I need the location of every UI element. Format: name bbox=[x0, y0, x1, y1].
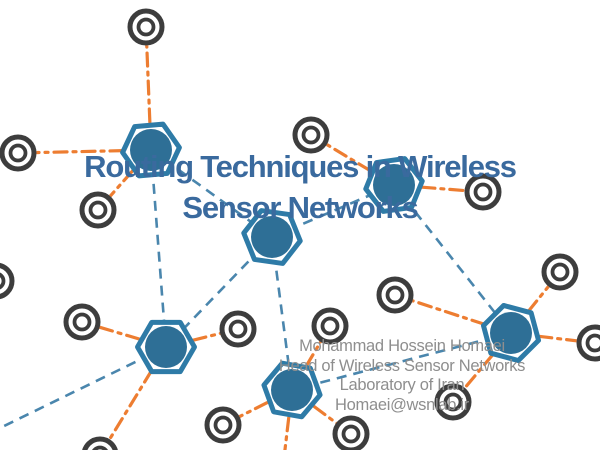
slide-title: Routing Techniques in Wireless Sensor Ne… bbox=[0, 146, 600, 228]
sensor-circle-inner-ring bbox=[443, 392, 463, 412]
sensor-circle-outer-ring bbox=[576, 324, 600, 362]
hex-to-hex-link bbox=[392, 184, 513, 334]
sensor-circle-inner-ring bbox=[385, 285, 405, 305]
hex-to-circle-link bbox=[309, 133, 396, 187]
hex-to-hex-link bbox=[291, 331, 512, 392]
sensor-circle-outer-ring bbox=[541, 253, 579, 291]
sensor-circle-outer-ring bbox=[63, 303, 101, 341]
hexagon-core-E bbox=[145, 326, 187, 368]
sensor-circle-inner-ring bbox=[341, 424, 361, 444]
sensor-circle-outer-ring bbox=[0, 262, 15, 300]
sensor-circle-inner-ring bbox=[136, 17, 156, 37]
hex-to-hex-link bbox=[0, 345, 167, 430]
sensor-circle-inner-ring bbox=[585, 333, 600, 353]
author-name: Mohammad Hossein Homaei bbox=[299, 337, 505, 355]
sensor-circle-outer-ring bbox=[376, 276, 414, 314]
title-line-1: Routing Techniques in Wireless bbox=[84, 149, 517, 184]
sensor-circle-outer-ring bbox=[292, 116, 330, 154]
author-org: Laboratory of Iran bbox=[339, 376, 465, 395]
sensor-circle-inner-ring bbox=[550, 262, 570, 282]
hexagon-core-F bbox=[271, 369, 313, 411]
sensor-circle-outer-ring bbox=[434, 383, 472, 421]
hexagon-core-D bbox=[490, 312, 532, 354]
sensor-circle-outer-ring bbox=[332, 415, 370, 450]
sensor-circle-outer-ring bbox=[204, 406, 242, 444]
sensor-circle-outer-ring bbox=[464, 173, 502, 211]
hexagon-core-C bbox=[373, 164, 415, 206]
sensor-circle-outer-ring bbox=[311, 307, 349, 345]
sensor-circle-inner-ring bbox=[473, 182, 493, 202]
sensor-circle-outer-ring bbox=[219, 310, 257, 348]
sensor-circle-inner-ring bbox=[8, 143, 28, 163]
author-role: Head of Wireless Sensor Networks bbox=[278, 356, 526, 375]
sensor-circle-inner-ring bbox=[0, 272, 6, 290]
sensor-circle-outer-ring bbox=[127, 8, 165, 46]
sensor-circle-inner-ring bbox=[320, 316, 340, 336]
author-block: Mohammad Hossein Homaei Head of Wireless… bbox=[252, 337, 552, 415]
title-line-2: Sensor Networks bbox=[182, 190, 418, 225]
author-email: Homaei@wsnlab.ir bbox=[335, 395, 469, 414]
hexagon-core-B bbox=[251, 216, 293, 258]
sensor-circle-outer-ring bbox=[82, 436, 118, 450]
sensor-circle-inner-ring bbox=[213, 415, 233, 435]
sensor-circle-inner-ring bbox=[228, 319, 248, 339]
hexagon-core-A bbox=[130, 129, 172, 171]
sensor-circle-inner-ring bbox=[92, 445, 108, 450]
sensor-circle-inner-ring bbox=[301, 125, 321, 145]
sensor-circle-inner-ring bbox=[88, 200, 108, 220]
sensor-circle-inner-ring bbox=[72, 312, 92, 332]
sensor-circle-outer-ring bbox=[0, 134, 37, 172]
sensor-circle-outer-ring bbox=[79, 191, 117, 229]
